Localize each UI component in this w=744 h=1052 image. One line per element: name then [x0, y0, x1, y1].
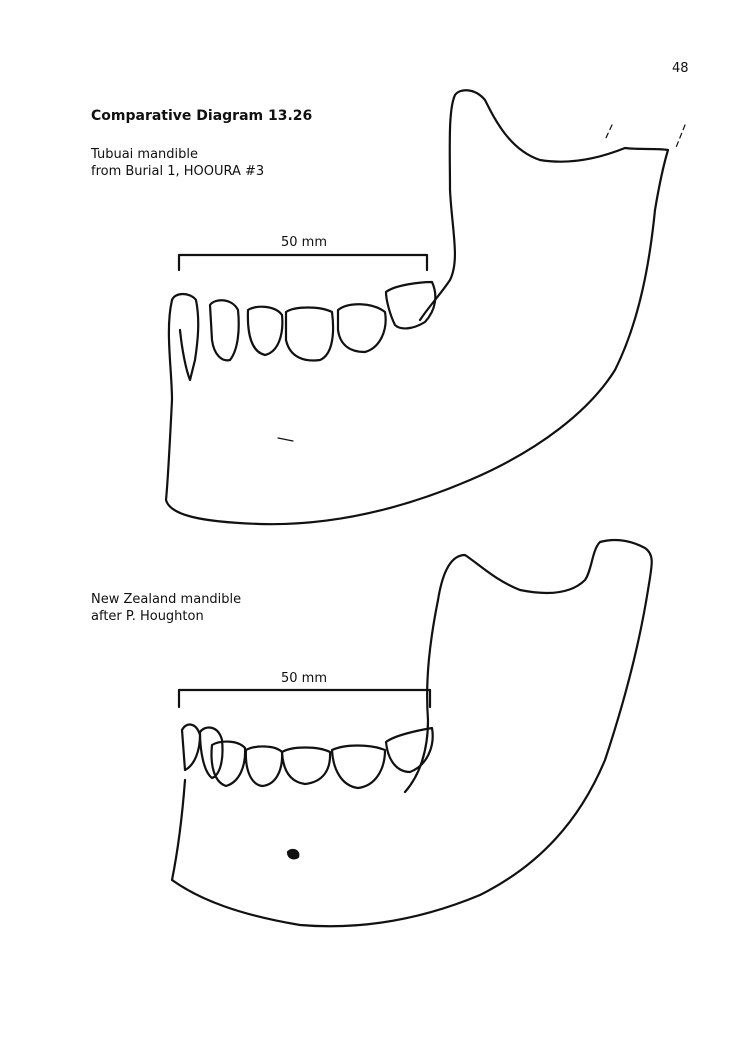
figure1-caption-line2: from Burial 1, HOOURA #3	[91, 164, 265, 179]
mental-foramen-2	[286, 848, 300, 860]
figure2-scale-label: 50 mm	[281, 671, 328, 686]
scale-bar-1	[177, 253, 429, 272]
mental-foramen-1	[277, 437, 294, 442]
mandible-outline-1	[164, 89, 670, 526]
new-zealand-mandible-drawing	[170, 538, 653, 928]
figure1-scale-label: 50 mm	[281, 235, 328, 250]
figure2-caption-line1: New Zealand mandible	[91, 592, 242, 607]
teeth-2	[180, 723, 434, 790]
teeth-1	[170, 280, 437, 382]
scale-bar-2	[177, 688, 432, 709]
condyle-dashed	[604, 124, 686, 151]
figure2-caption-line2: after P. Houghton	[91, 609, 204, 624]
tubuai-mandible-drawing	[164, 89, 686, 526]
diagram-title: Comparative Diagram 13.26	[91, 108, 313, 124]
figure1-caption-line1: Tubuai mandible	[91, 147, 199, 162]
mandible-outline-2	[170, 538, 653, 928]
page-number: 48	[672, 61, 689, 76]
